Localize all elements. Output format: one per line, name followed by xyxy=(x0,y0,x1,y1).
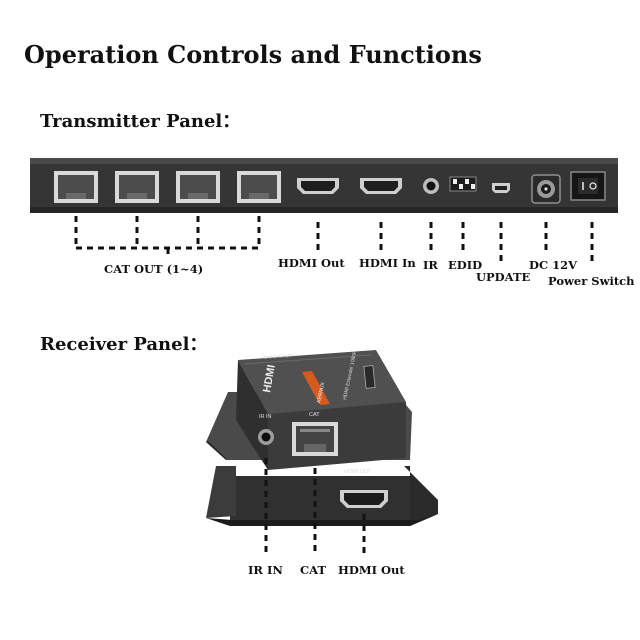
label-receiver-hdmi-out: HDMI Out xyxy=(338,563,405,577)
transmitter-callouts xyxy=(74,216,594,266)
label-ir: IR xyxy=(423,258,438,272)
label-dc-12v: DC 12V xyxy=(529,258,578,272)
device-model: KERNUX xyxy=(316,381,326,403)
label-cat-out: CAT OUT (1~4) xyxy=(104,262,204,276)
receiver-heading: Receiver Panel： xyxy=(40,334,208,355)
device-badge xyxy=(363,365,376,389)
label-edid: EDID xyxy=(448,258,483,272)
ir-jack xyxy=(423,178,439,194)
device-top-label: HDMI OVER UTP xyxy=(262,353,294,360)
label-power-switch: Power Switch xyxy=(548,274,635,288)
page-title: Operation Controls and Functions xyxy=(24,40,482,69)
label-cat: CAT xyxy=(300,563,327,577)
label-hdmi-out: HDMI Out xyxy=(278,256,345,270)
receiver-callouts xyxy=(264,458,366,556)
label-hdmi-in: HDMI In xyxy=(359,256,416,270)
receiver-top-text: HDMI xyxy=(261,364,278,394)
cat-out-port-2 xyxy=(115,171,159,203)
device-brand: HDMI xyxy=(261,364,278,394)
device-port-hdmi-label: HDMI OUT xyxy=(344,469,372,475)
update-usb-port xyxy=(492,183,510,193)
power-switch xyxy=(570,171,606,201)
label-ir-in: IR IN xyxy=(248,563,283,577)
receiver-hdmi-port xyxy=(340,490,388,508)
transmitter-heading: Transmitter Panel： xyxy=(40,111,241,132)
dc-power-jack xyxy=(531,174,561,204)
cat-out-port-4 xyxy=(237,171,281,203)
label-update: UPDATE xyxy=(476,270,531,284)
device-port-cat-label: CAT xyxy=(309,412,320,418)
hdmi-in-port xyxy=(360,178,402,194)
cat-out-port-1 xyxy=(54,171,98,203)
hdmi-out-port xyxy=(297,178,339,194)
receiver-ir-jack xyxy=(258,429,274,445)
receiver-cat-port xyxy=(292,422,338,456)
edid-dip-switch xyxy=(449,176,477,192)
cat-out-port-3 xyxy=(176,171,220,203)
device-port-ir-label: IR IN xyxy=(259,414,272,420)
